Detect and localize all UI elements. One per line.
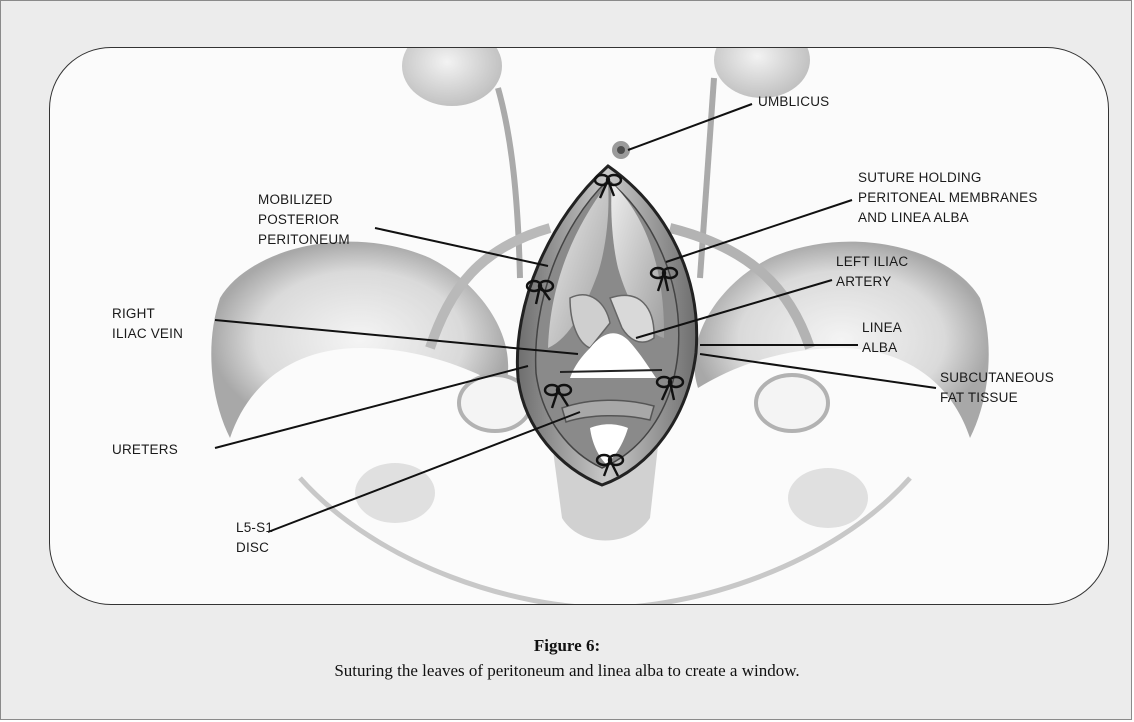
label-disc-line1: L5-S1 (236, 520, 273, 535)
label-subcut-line2: FAT TISSUE (940, 390, 1018, 405)
figure-title: Figure 6: (1, 633, 1133, 659)
leader-disc (268, 412, 580, 532)
label-left-iliac-line1: LEFT ILIAC (836, 254, 908, 269)
label-left-iliac-line2: ARTERY (836, 274, 891, 289)
left-obturator-shape (756, 375, 828, 431)
figure-caption-text: Suturing the leaves of peritoneum and li… (1, 659, 1133, 683)
label-subcut-line1: SUBCUTANEOUS (940, 370, 1054, 385)
surgical-illustration: UMBLICUS SUTURE HOLDING PERITONEAL MEMBR… (50, 48, 1108, 604)
right-kidney-shape (402, 48, 502, 106)
label-suture-line3: AND LINEA ALBA (858, 210, 969, 225)
incision-window (517, 166, 696, 485)
left-iliac-wing-shape (694, 242, 988, 438)
leader-umbilicus (628, 104, 752, 150)
label-suture-line2: PERITONEAL MEMBRANES (858, 190, 1038, 205)
left-hip-shape (788, 468, 868, 528)
label-mobilized-line3: PERITONEUM (258, 232, 350, 247)
label-disc-line2: DISC (236, 540, 269, 555)
figure-caption: Figure 6: Suturing the leaves of periton… (1, 633, 1133, 683)
label-mobilized-line2: POSTERIOR (258, 212, 339, 227)
label-right-iliac-line2: ILIAC VEIN (112, 326, 183, 341)
label-mobilized-line1: MOBILIZED (258, 192, 333, 207)
illustration-panel: UMBLICUS SUTURE HOLDING PERITONEAL MEMBR… (49, 47, 1109, 605)
umbilicus-figure (612, 141, 630, 159)
label-linea-line2: ALBA (862, 340, 897, 355)
left-kidney-shape (714, 48, 810, 98)
label-linea-line1: LINEA (862, 320, 902, 335)
label-ureters: URETERS (112, 442, 178, 457)
label-right-iliac-line1: RIGHT (112, 306, 155, 321)
label-umbilicus: UMBLICUS (758, 94, 829, 109)
label-suture-line1: SUTURE HOLDING (858, 170, 982, 185)
